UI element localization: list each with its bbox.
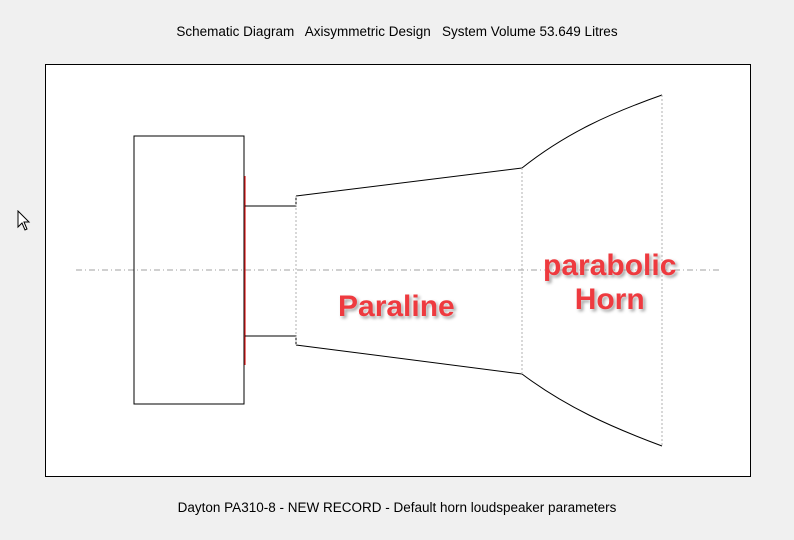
- throat-upper-wall: [245, 196, 297, 207]
- parabolic-label-line1: parabolic: [543, 249, 677, 282]
- status-footer: Dayton PA310-8 - NEW RECORD - Default ho…: [177, 500, 617, 515]
- schematic-drawing: [76, 94, 721, 447]
- schematic-canvas: Paraline parabolic Horn: [45, 64, 751, 477]
- horn-upper-flare: [521, 94, 663, 169]
- horn-lower-flare: [521, 373, 663, 447]
- diagram-title: Schematic Diagram Axisymmetric Design Sy…: [176, 24, 618, 39]
- paraline-lower-wall: [295, 344, 523, 375]
- throat-lower-wall: [245, 335, 297, 345]
- paraline-label: Paraline: [338, 290, 455, 323]
- mouse-pointer-icon: [17, 209, 31, 237]
- parabolic-label-line2: Horn: [574, 283, 645, 316]
- parabolic-horn-label: parabolic Horn: [543, 249, 676, 317]
- rear-chamber: [133, 135, 245, 405]
- paraline-upper-wall: [295, 167, 523, 197]
